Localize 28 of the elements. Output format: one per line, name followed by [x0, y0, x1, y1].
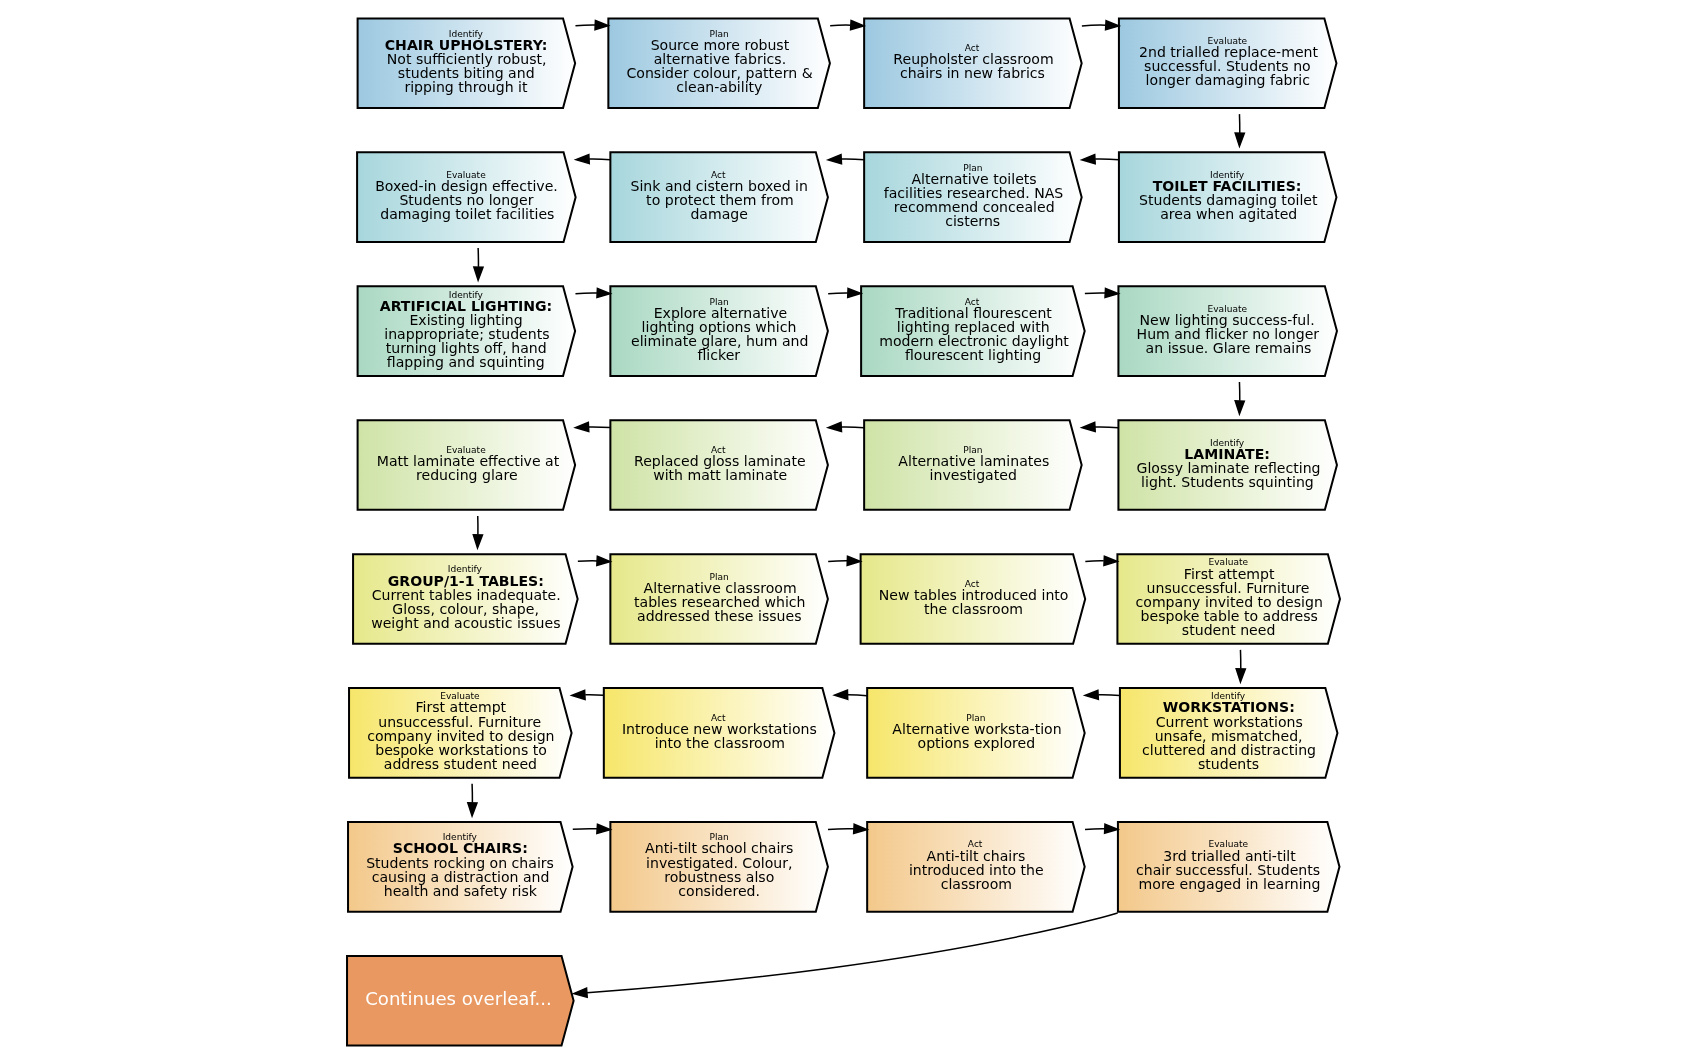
arrow: [1079, 153, 1120, 165]
arrow: [571, 823, 612, 835]
arrow: [1084, 555, 1119, 567]
arrow: [826, 287, 863, 299]
arrow: [569, 689, 604, 701]
arrow: [1233, 381, 1245, 417]
arrow: [825, 421, 865, 433]
arrow: [831, 689, 868, 701]
arrow: [576, 555, 612, 567]
arrow: [826, 823, 869, 835]
arrow: [574, 19, 611, 31]
arrow: [1233, 113, 1245, 149]
arrow: [826, 555, 863, 567]
arrow: [572, 421, 611, 433]
arrow: [1234, 649, 1246, 685]
arrow: [574, 287, 613, 299]
arrow: [1083, 823, 1120, 835]
arrow: [1082, 689, 1121, 701]
arrow: [466, 783, 478, 819]
arrow: [471, 515, 484, 551]
arrow: [1080, 19, 1121, 31]
arrow: [573, 153, 611, 165]
arrow: [571, 912, 1118, 999]
arrow: [828, 19, 866, 31]
arrow: [472, 247, 484, 283]
arrow: [1079, 421, 1119, 433]
arrow: [825, 153, 865, 165]
arrow: [1083, 287, 1121, 299]
